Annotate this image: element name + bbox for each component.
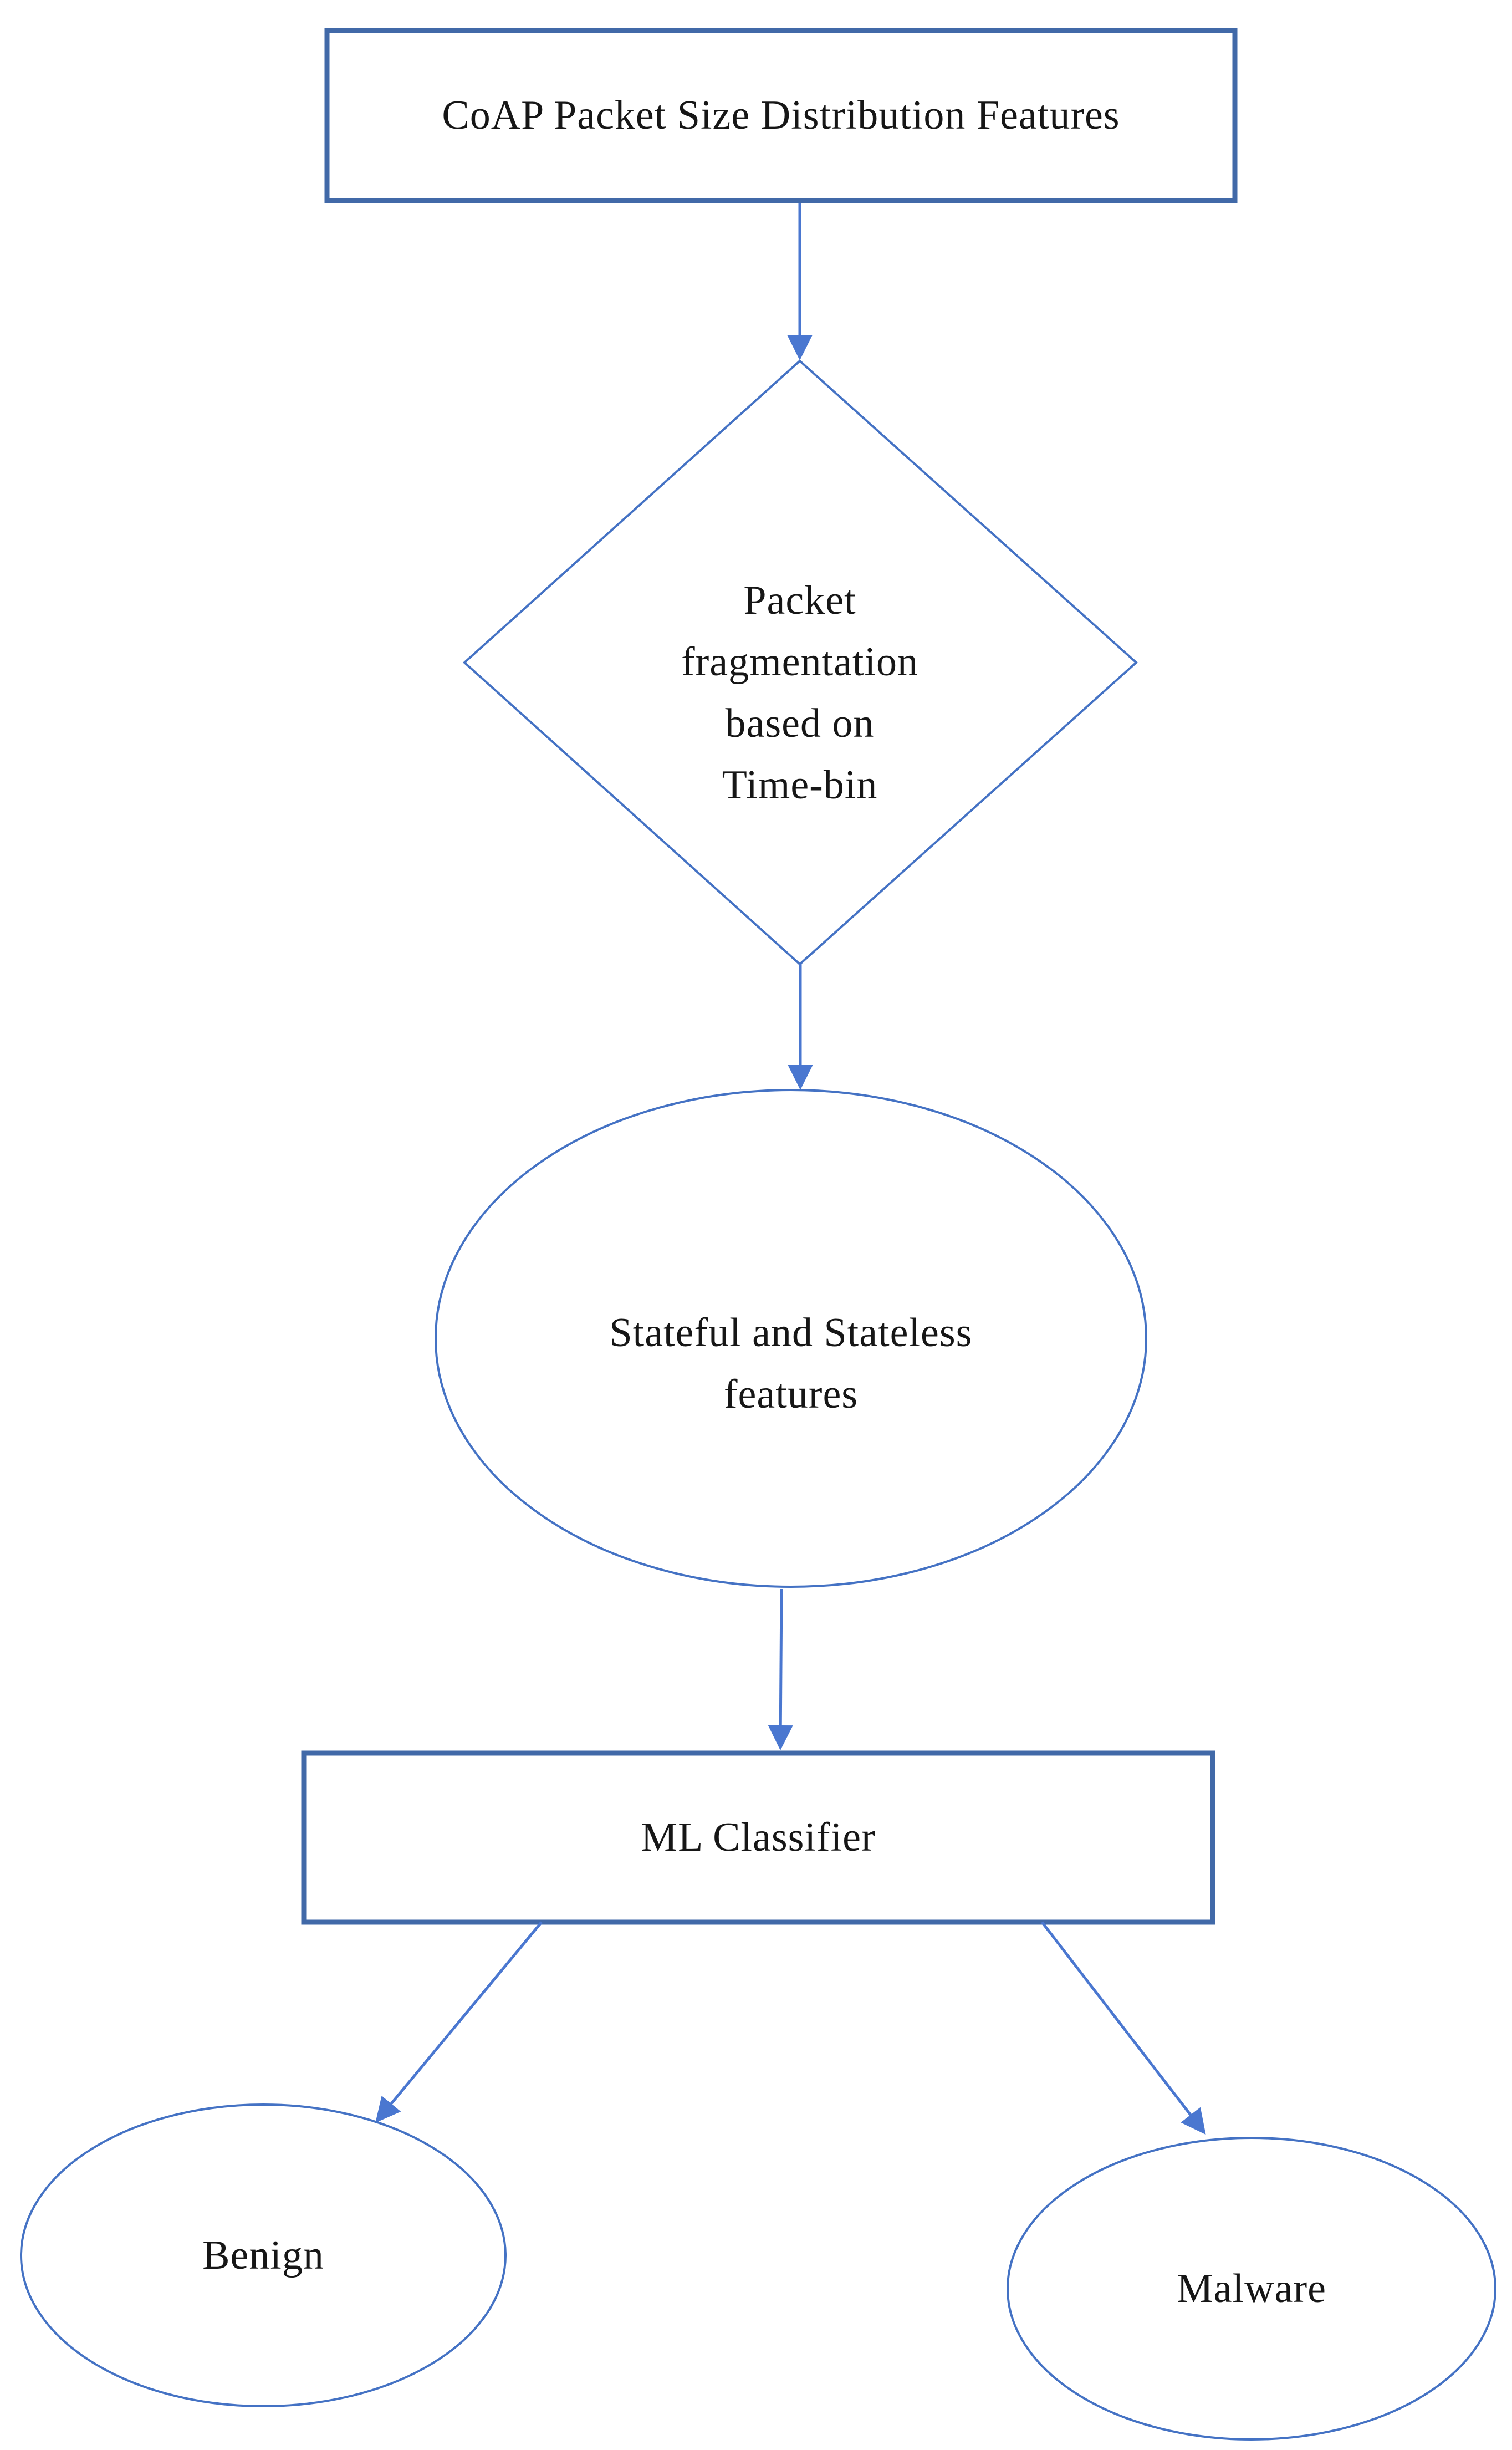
node-input-label: CoAP Packet Size Distribution Features (327, 30, 1235, 201)
node-benign-text: Benign (202, 2232, 324, 2278)
connector-classifier-to-malware (1041, 1921, 1206, 2135)
node-decision-text-line2: fragmentation (681, 639, 919, 685)
node-decision-text-line3: based on (725, 701, 875, 746)
node-input-rectangle (324, 28, 1238, 203)
node-features-ellipse (435, 1089, 1147, 1588)
connector-classifier-to-benign (375, 1921, 543, 2123)
node-classifier-text: ML Classifier (641, 1815, 876, 1860)
node-input-text: CoAP Packet Size Distribution Features (442, 93, 1120, 138)
node-decision-text-line1: Packet (743, 578, 856, 623)
node-decision-label: Packet fragmentation based on Time-bin (545, 527, 1055, 859)
node-features-text-line1: Stateful and Stateless (609, 1310, 973, 1356)
node-features-label: Stateful and Stateless features (348, 1253, 1234, 1475)
node-features-text-line2: features (723, 1372, 859, 1417)
connector-features-to-classifier (768, 1588, 793, 1750)
node-malware-label: Malware (1030, 2217, 1473, 2361)
node-malware-text: Malware (1177, 2265, 1326, 2311)
node-benign-label: Benign (42, 2183, 485, 2327)
node-decision-text-line4: Time-bin (722, 762, 878, 808)
node-malware-ellipse (1007, 2137, 1496, 2441)
node-benign-ellipse (20, 2103, 507, 2407)
node-classifier-label: ML Classifier (304, 1753, 1213, 1922)
node-classifier-rectangle (301, 1750, 1215, 1925)
